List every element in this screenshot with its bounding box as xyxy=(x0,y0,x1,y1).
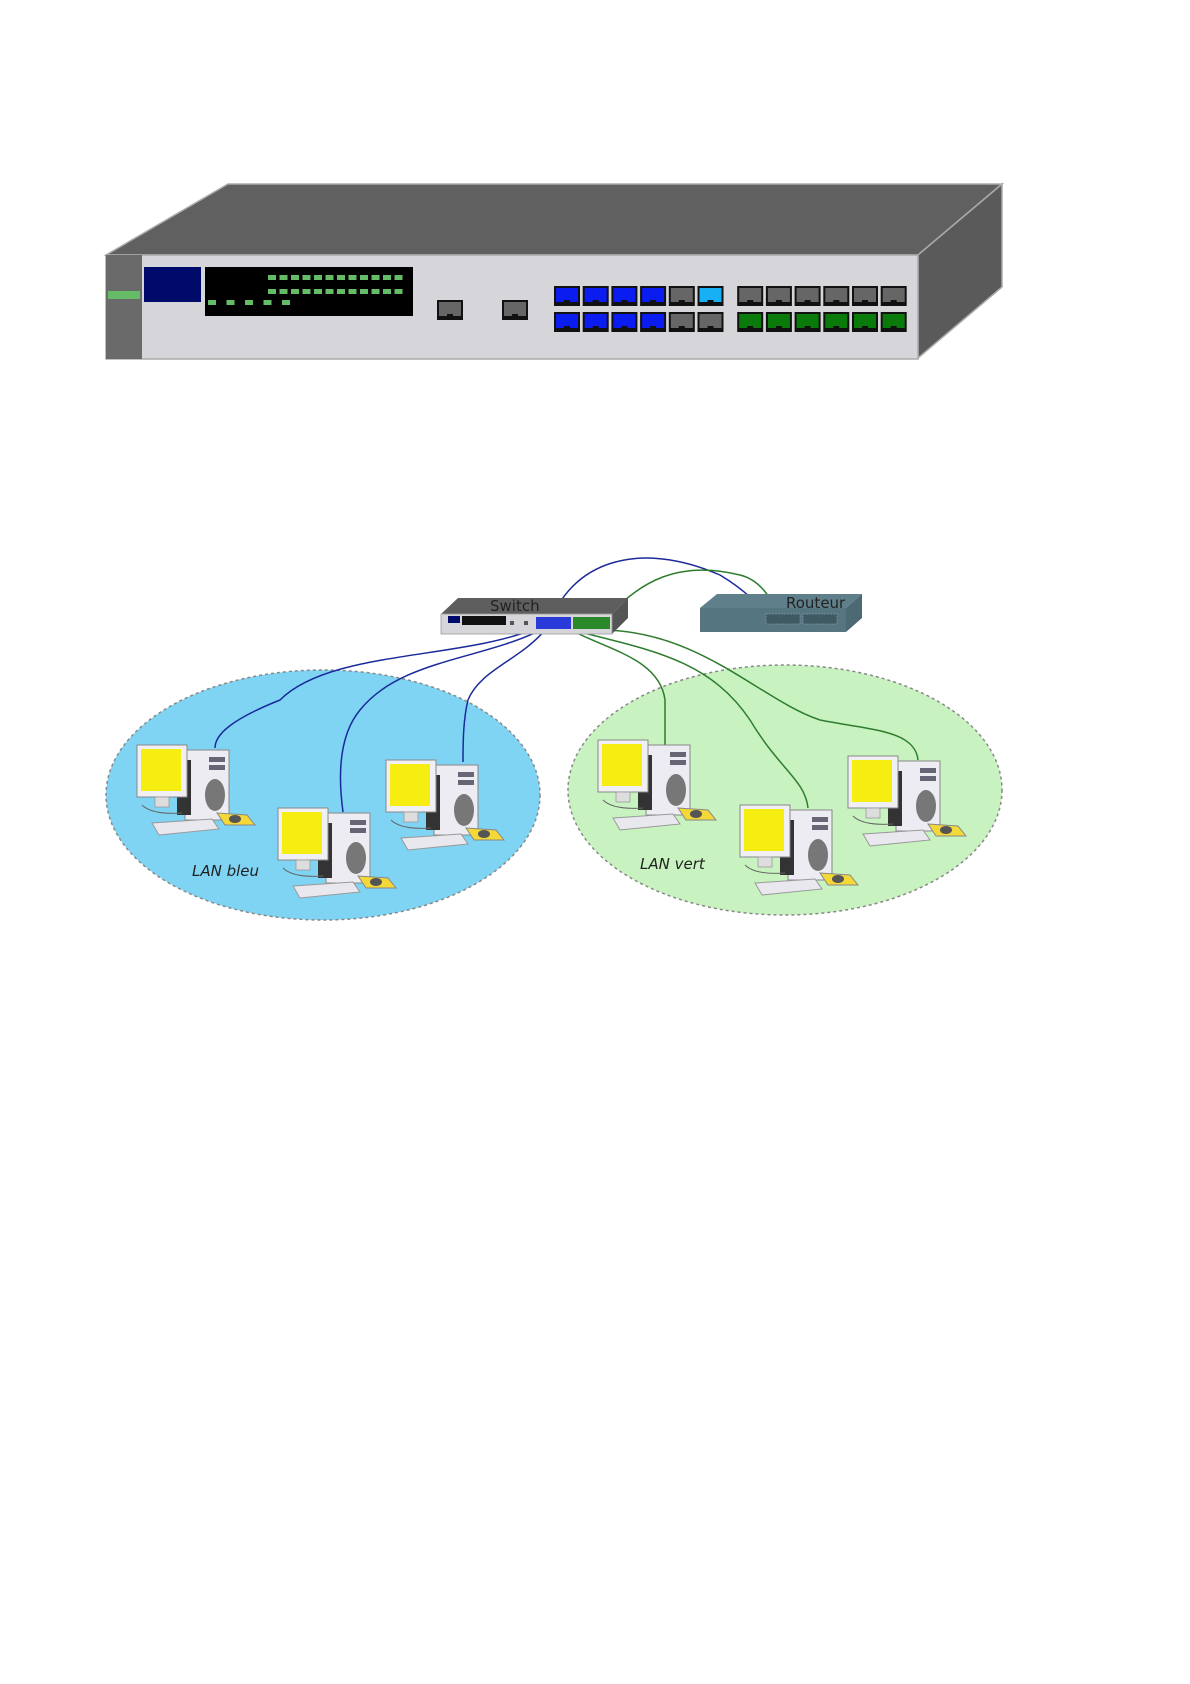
status-led xyxy=(291,289,299,294)
status-led xyxy=(371,289,380,294)
status-led xyxy=(291,275,299,280)
network-switch-illustration xyxy=(103,182,1005,360)
status-led xyxy=(268,275,276,280)
ethernet-port xyxy=(554,286,580,306)
ethernet-port xyxy=(794,312,821,332)
switch-device xyxy=(440,598,628,635)
ethernet-port xyxy=(737,286,764,306)
ethernet-port xyxy=(765,286,792,306)
ethernet-port xyxy=(737,312,764,332)
ethernet-port xyxy=(668,286,695,306)
ethernet-port xyxy=(668,312,695,332)
status-led xyxy=(337,275,345,280)
ethernet-port xyxy=(611,286,638,306)
status-led xyxy=(383,275,391,280)
ethernet-port xyxy=(640,286,667,306)
ethernet-port xyxy=(880,286,907,306)
ethernet-port xyxy=(611,312,638,332)
status-led xyxy=(383,289,391,294)
ethernet-port xyxy=(697,286,724,306)
status-led xyxy=(282,300,290,305)
lan-green-label: LAN vert xyxy=(640,855,706,873)
router-label: Routeur xyxy=(786,594,846,612)
status-led xyxy=(279,275,288,280)
status-led xyxy=(394,275,403,280)
status-led xyxy=(314,289,322,294)
status-led xyxy=(348,275,357,280)
status-led xyxy=(371,275,380,280)
status-led xyxy=(360,275,368,280)
lan-blue-zone xyxy=(105,669,541,921)
ethernet-port xyxy=(823,286,850,306)
lan-green-zone xyxy=(567,664,1003,916)
status-led xyxy=(302,275,311,280)
status-led xyxy=(279,289,288,294)
status-led xyxy=(263,300,272,305)
ethernet-port xyxy=(640,312,667,332)
ethernet-port xyxy=(880,312,907,332)
status-led xyxy=(226,300,235,305)
switch-label: Switch xyxy=(490,597,540,615)
status-led xyxy=(208,300,216,305)
ethernet-port xyxy=(554,312,580,332)
status-led xyxy=(245,300,253,305)
status-led xyxy=(394,289,403,294)
status-led xyxy=(325,289,334,294)
ethernet-port xyxy=(794,286,821,306)
lan-blue-label: LAN bleu xyxy=(192,862,259,880)
status-led xyxy=(360,289,368,294)
ethernet-port xyxy=(765,312,792,332)
status-led xyxy=(268,289,276,294)
ethernet-port xyxy=(582,312,609,332)
ethernet-port xyxy=(823,312,850,332)
ethernet-port xyxy=(852,312,878,332)
cables-blue xyxy=(214,557,771,813)
status-led xyxy=(348,289,357,294)
status-led xyxy=(314,275,322,280)
ethernet-port xyxy=(697,312,724,332)
status-led xyxy=(302,289,311,294)
status-led xyxy=(337,289,345,294)
router-device xyxy=(700,594,862,632)
status-led xyxy=(325,275,334,280)
ethernet-port xyxy=(852,286,878,306)
ethernet-port xyxy=(582,286,609,306)
